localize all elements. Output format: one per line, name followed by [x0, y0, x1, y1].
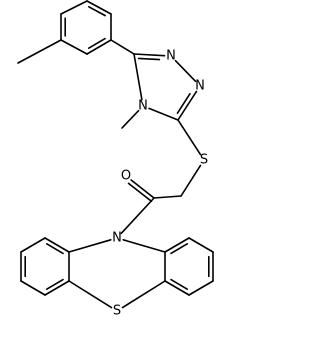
bond-tz_n4-tz_c5: [133, 53, 143, 101]
atom-label-tz_n4: N: [138, 99, 148, 114]
bond-ch2-c_co: [153, 195, 182, 199]
atom-label-s_ptz: S: [113, 304, 121, 319]
bond-la6-s_ptz: [68, 280, 113, 309]
atom-label-tz_n1: N: [166, 49, 176, 64]
bond-ra5-ra6: [164, 237, 190, 253]
bond-tz_n2-tz_c3: [177, 90, 198, 121]
bond-la4-la5: [20, 280, 46, 296]
atom-label-s_thio: S: [200, 153, 208, 168]
bond-tz_n1-tz_n2: [174, 59, 197, 83]
bond-tz_n2-tz_c3-second-line: [176, 92, 191, 114]
molecule-structure-diagram: N N N S O N S: [17, 0, 214, 319]
bond-layer: [17, 0, 214, 309]
bond-la2-la3: [20, 237, 46, 253]
bond-ra2-ra3: [188, 280, 214, 296]
bond-la5-la6: [44, 280, 70, 296]
bond-tz_n4-nme: [121, 109, 140, 129]
bond-ra5-ra6-second-line: [170, 243, 189, 255]
bond-ch3_tolyl-ar1: [17, 39, 62, 64]
bond-ar5-ar6-second-line: [87, 37, 106, 49]
bond-n_ptz-ra6: [122, 239, 166, 253]
atom-label-n_ptz: N: [112, 231, 122, 246]
bond-la5-la6-second-line: [45, 278, 64, 290]
bond-ar3-ar4: [86, 0, 112, 15]
bond-ra4-ra5: [188, 237, 214, 253]
bond-ar2-ar3: [60, 0, 88, 15]
bond-la1-la2-second-line: [45, 243, 64, 255]
atom-label-tz_n2: N: [195, 79, 205, 94]
bond-ar3-ar4-second-line: [88, 5, 106, 17]
bond-c_co-o: [130, 179, 155, 199]
bond-ar5-tz_c5: [110, 39, 135, 55]
bond-ra1-ra2-second-line: [170, 278, 189, 290]
bond-tz_c5-tz_n1-second-line: [137, 57, 161, 61]
bond-ar6-ar1: [60, 39, 88, 55]
bond-c_co-o-second-line: [127, 182, 153, 203]
atom-label-layer: N N N S O N S: [112, 49, 208, 319]
bond-tz_c3-tz_n4: [148, 107, 179, 121]
bond-ar5-ar6: [86, 39, 112, 55]
bond-tz_c3-s_thio: [177, 119, 202, 156]
bond-s_ptz-ra1: [121, 280, 166, 309]
atom-label-o: O: [121, 169, 131, 184]
bond-la1-la2: [44, 237, 70, 253]
bond-c_co-n_ptz: [120, 197, 155, 235]
bond-tz_c5-tz_n1: [133, 53, 166, 57]
bond-s_thio-ch2: [180, 164, 202, 197]
bond-ra1-ra2: [164, 280, 190, 296]
bond-n_ptz-la1: [68, 239, 112, 253]
